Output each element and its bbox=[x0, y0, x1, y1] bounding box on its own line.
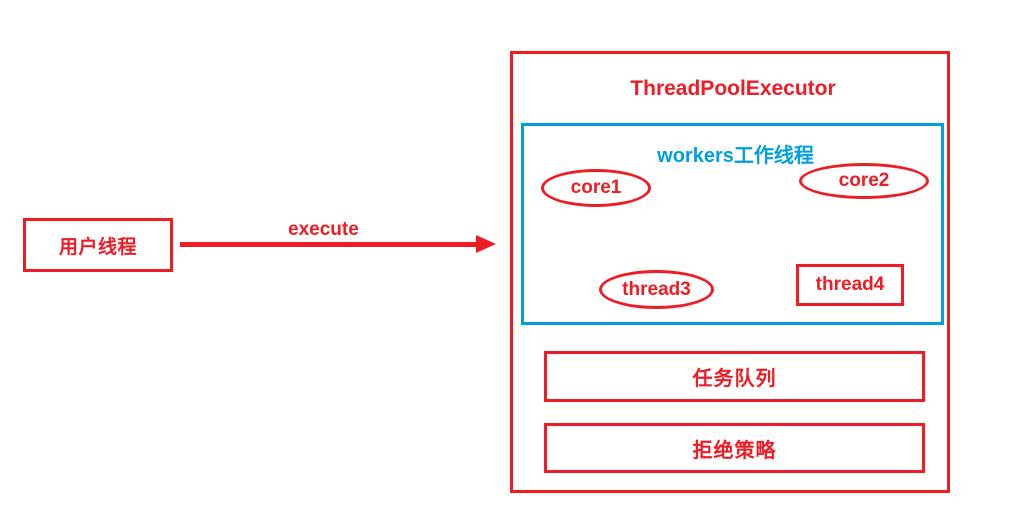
rejection-policy-box: 拒绝策略 bbox=[544, 423, 925, 473]
worker-node-thread4: thread4 bbox=[796, 264, 904, 306]
threadpoolexecutor-box: ThreadPoolExecutor workers工作线程 core1 cor… bbox=[510, 51, 950, 493]
threadpoolexecutor-title: ThreadPoolExecutor bbox=[630, 77, 836, 100]
execute-arrow-label: execute bbox=[288, 219, 359, 240]
worker-node-core1: core1 bbox=[541, 169, 651, 207]
execute-arrow-head-icon bbox=[476, 235, 496, 253]
worker-node-core2: core2 bbox=[799, 163, 929, 199]
workers-box: workers工作线程 core1 core2 thread3 thread4 bbox=[521, 123, 944, 325]
execute-arrow-line bbox=[180, 242, 488, 247]
user-thread-label: 用户线程 bbox=[58, 236, 137, 258]
worker-node-thread3: thread3 bbox=[599, 270, 714, 309]
task-queue-label: 任务队列 bbox=[692, 368, 777, 390]
task-queue-box: 任务队列 bbox=[544, 351, 925, 402]
rejection-policy-label: 拒绝策略 bbox=[692, 439, 777, 462]
workers-title: workers工作线程 bbox=[657, 145, 814, 167]
user-thread-box: 用户线程 bbox=[23, 218, 173, 272]
